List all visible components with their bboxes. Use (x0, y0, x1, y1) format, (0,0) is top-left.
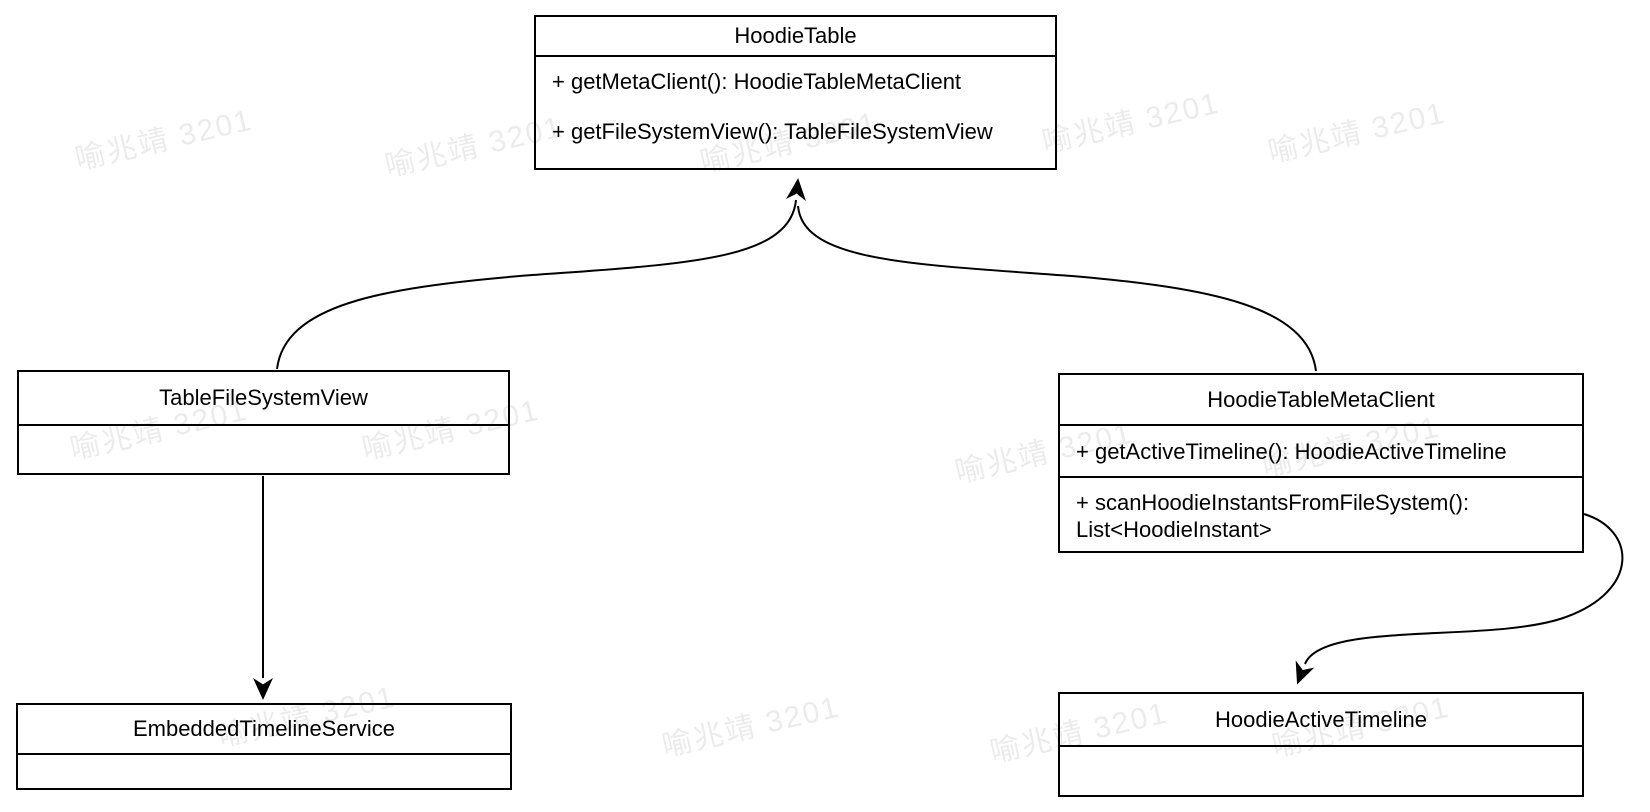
class-title: HoodieActiveTimeline (1215, 706, 1427, 732)
class-methods-compartment (18, 753, 510, 788)
class-box-tablefilesystemview[interactable]: TableFileSystemView (17, 370, 510, 475)
class-title: HoodieTable (734, 23, 857, 48)
class-title: EmbeddedTimelineService (132, 716, 396, 741)
method-label: + getActiveTimeline(): HoodieActiveTimel… (1076, 438, 1507, 464)
method-label: + scanHoodieInstantsFromFileSystem(): Li… (1076, 489, 1470, 542)
class-methods-compartment (1060, 745, 1582, 795)
class-title: TableFileSystemView (159, 385, 368, 410)
method-label: + getMetaClient(): HoodieTableMetaClient (552, 69, 962, 94)
class-methods-compartment (19, 424, 508, 473)
method-label: + getFileSystemView(): TableFileSystemVi… (552, 119, 993, 144)
arrow-hoodietablemetaclient-to-hoodieactivetimeline[interactable] (1295, 513, 1624, 685)
class-title: HoodieTableMetaClient (1207, 386, 1435, 412)
arrow-tablefilesystemview-to-hoodietable[interactable] (276, 178, 806, 370)
class-box-hoodietable[interactable]: HoodieTable + getMetaClient(): HoodieTab… (534, 15, 1057, 170)
class-methods-compartment: + scanHoodieInstantsFromFileSystem(): Li… (1060, 476, 1582, 551)
class-methods-compartment: + getMetaClient(): HoodieTableMetaClient… (536, 55, 1055, 168)
class-box-embeddedtimelineservice[interactable]: EmbeddedTimelineService (16, 703, 512, 790)
class-box-hoodieactivetimeline[interactable]: HoodieActiveTimeline (1058, 692, 1584, 797)
class-box-hoodietablemetaclient[interactable]: HoodieTableMetaClient + getActiveTimelin… (1058, 373, 1584, 553)
class-methods-compartment: + getActiveTimeline(): HoodieActiveTimel… (1060, 424, 1582, 476)
arrow-hoodietablemetaclient-to-hoodietable[interactable] (797, 205, 1317, 372)
